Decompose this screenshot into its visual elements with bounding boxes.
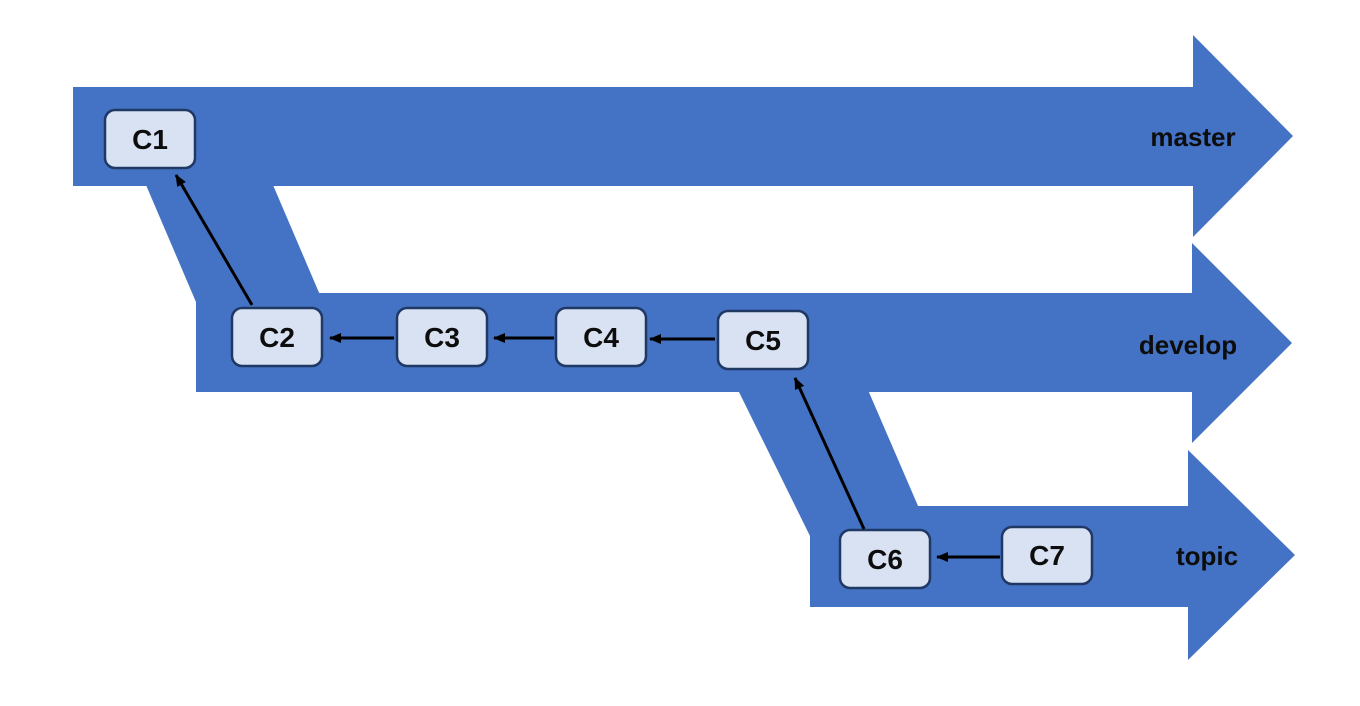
- commit-label-c6: C6: [867, 544, 903, 575]
- commit-label-c4: C4: [583, 322, 619, 353]
- commit-label-c5: C5: [745, 325, 781, 356]
- parent-arrow-c2-to-c1: [174, 174, 254, 306]
- commit-box-c5: [716, 309, 810, 371]
- commit-node-c5: C5: [716, 309, 810, 371]
- branch-off-band-master-develop: [146, 185, 323, 302]
- parent-arrow-c6-to-c5: [793, 377, 866, 530]
- commit-label-c3: C3: [424, 322, 460, 353]
- commit-box-c1: [103, 108, 197, 170]
- commit-label-c1: C1: [132, 124, 168, 155]
- commit-box-c3: [395, 306, 489, 368]
- commit-box-c2: [230, 306, 324, 368]
- commit-node-c6: C6: [838, 528, 932, 590]
- branch-label-master: master: [1150, 122, 1235, 152]
- branch-label-topic: topic: [1176, 541, 1238, 571]
- commit-node-c2: C2: [230, 306, 324, 368]
- commit-label-c2: C2: [259, 322, 295, 353]
- commit-box-c6: [838, 528, 932, 590]
- commit-node-c4: C4: [554, 306, 648, 368]
- commit-label-c7: C7: [1029, 540, 1065, 571]
- commit-node-c3: C3: [395, 306, 489, 368]
- commit-node-c7: C7: [1000, 525, 1094, 586]
- branch-label-develop: develop: [1139, 330, 1237, 360]
- commit-box-c7: [1000, 525, 1094, 586]
- branch-arrow-master: [73, 35, 1293, 237]
- commit-node-c1: C1: [103, 108, 197, 170]
- commit-box-c4: [554, 306, 648, 368]
